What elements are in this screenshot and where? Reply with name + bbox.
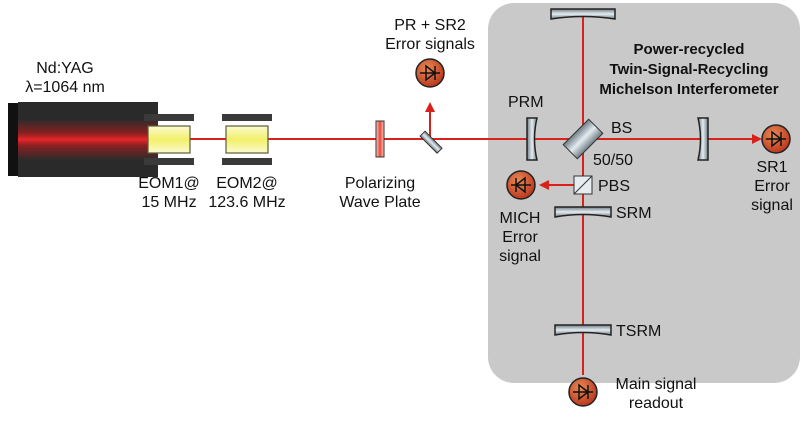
laser-wavelength: λ=1064 nm <box>25 79 105 96</box>
laser-label: Nd:YAG λ=1064 nm <box>10 59 120 97</box>
laser-name: Nd:YAG <box>36 60 94 77</box>
prm-label: PRM <box>508 94 544 111</box>
eom1-line1: EOM1@ <box>138 175 200 192</box>
sr1-line2: Error <box>754 178 790 195</box>
eom1-modulator <box>144 114 194 165</box>
waveplate-line1: Polarizing <box>344 175 416 192</box>
pr-sr2-photodiode <box>415 58 445 88</box>
mich-photodiode <box>506 170 536 200</box>
waveplate-line2: Wave Plate <box>339 194 421 211</box>
pickoff-mirror <box>419 130 443 154</box>
sr1-line1: SR1 <box>756 159 788 176</box>
mich-label: MICH Error signal <box>485 209 555 266</box>
eom2-line1: EOM2@ <box>216 175 278 192</box>
main-readout-line1: Main signal <box>615 376 697 393</box>
bs-ratio-label: 50/50 <box>593 152 634 169</box>
eom2-label: EOM2@ 123.6 MHz <box>207 174 287 212</box>
tsrm-mirror <box>554 324 612 336</box>
polarizing-beam-splitter <box>573 175 593 195</box>
eom2-line2: 123.6 MHz <box>208 194 286 211</box>
end-mirror-right <box>697 117 709 161</box>
tsrm-label: TSRM <box>616 323 662 340</box>
beam-splitter <box>562 118 604 160</box>
srm-mirror <box>554 206 612 218</box>
prm-mirror <box>526 117 538 161</box>
srm-label: SRM <box>616 205 652 222</box>
mich-line2: Error <box>502 229 538 246</box>
main-readout-line2: readout <box>628 395 684 412</box>
wave-plate <box>375 120 385 158</box>
pr-sr2-line2: Error signals <box>385 36 475 53</box>
interferometer-housing <box>488 3 800 383</box>
main-readout-label: Main signal readout <box>596 375 716 413</box>
mich-line1: MICH <box>499 210 541 227</box>
eom1-label: EOM1@ 15 MHz <box>129 174 209 212</box>
pr-sr2-label: PR + SR2 Error signals <box>365 16 495 54</box>
interferometer-line3: Michelson Interferometer <box>599 81 779 98</box>
interferometer-title: Power-recycled Twin-Signal-Recycling Mic… <box>578 40 800 100</box>
eom2-modulator <box>222 114 272 165</box>
interferometer-line2: Twin-Signal-Recycling <box>609 61 769 78</box>
pbs-label: PBS <box>598 178 631 195</box>
sr1-line3: signal <box>751 197 793 214</box>
eom1-line2: 15 MHz <box>141 194 197 211</box>
interferometer-line1: Power-recycled <box>633 41 745 58</box>
end-mirror-top <box>550 8 616 20</box>
mich-line3: signal <box>499 248 541 265</box>
bs-label: BS <box>611 120 633 137</box>
sr1-label: SR1 Error signal <box>742 158 802 215</box>
waveplate-label: Polarizing Wave Plate <box>325 174 435 212</box>
main-readout-photodiode <box>568 377 598 407</box>
pr-sr2-line1: PR + SR2 <box>394 17 466 34</box>
sr1-photodiode <box>761 124 791 154</box>
nd-yag-laser <box>8 102 158 177</box>
